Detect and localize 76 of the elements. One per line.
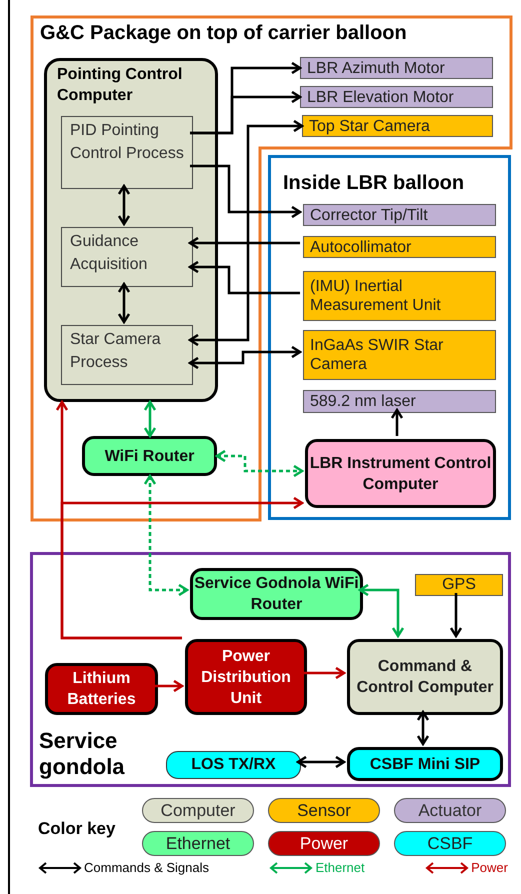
computer-panel [44, 58, 218, 402]
connector-arrow [190, 90, 302, 134]
box-label: LOS TX/RX [191, 755, 276, 775]
balloon-region [268, 155, 511, 520]
legend-swatch: Ethernet [142, 831, 254, 856]
actuator-box [300, 57, 493, 79]
box-label: Command & Control Computer [356, 657, 494, 698]
computer-box [347, 639, 503, 715]
box-label: Corrector Tip/Tilt [310, 206, 428, 224]
legend-swatch: Sensor [268, 798, 380, 823]
connector-arrow [118, 282, 130, 324]
legend-text: Commands & Signals [84, 860, 209, 876]
box-label: Autocollimator [310, 238, 412, 256]
gondola-region [30, 552, 511, 787]
box-label: PID Pointing Control Process [70, 121, 184, 164]
power-box [185, 639, 307, 715]
sensor-box [303, 271, 496, 321]
connector-arrow [144, 400, 156, 438]
region-title: Service gondola [39, 728, 126, 780]
process-box [61, 116, 193, 189]
connector-arrow [188, 236, 300, 250]
box-label: Service Godnola WiFi Router [193, 574, 360, 615]
box-label: Guidance Acquisition [70, 232, 148, 275]
connector-arrow [188, 260, 300, 294]
sensor-box [415, 574, 503, 596]
process-box [61, 227, 193, 287]
connector-arrow [216, 450, 304, 478]
connector-arrow [188, 346, 302, 370]
box-label: CSBF Mini SIP [370, 754, 480, 774]
box-label: InGaAs SWIR Star Camera [310, 336, 444, 374]
connector-arrow [450, 593, 462, 638]
connector-arrow [60, 496, 304, 640]
legend-swatch: Actuator [394, 798, 506, 823]
actuator-box [303, 204, 496, 226]
box-label: Lithium Batteries [66, 669, 137, 710]
box-label: Power Distribution Unit [200, 646, 292, 708]
process-box [61, 325, 193, 385]
power-box [45, 663, 158, 715]
panel-title: Pointing Control Computer [57, 65, 184, 106]
csbf-box [347, 747, 503, 781]
box-label: Top Star Camera [309, 116, 430, 136]
connector-arrow [304, 666, 346, 680]
legend-swatch: CSBF [394, 831, 506, 856]
box-label: LBR Elevation Motor [307, 88, 454, 106]
sensor-box [303, 330, 496, 380]
box-label: LBR Instrument Control Computer [308, 454, 492, 494]
connector-arrow [296, 756, 346, 768]
region-title: Inside LBR balloon [283, 171, 464, 196]
box-label: 589.2 nm laser [310, 392, 416, 411]
connector-arrow [416, 710, 430, 746]
computer-box [305, 439, 496, 508]
legend-swatch: Power [268, 831, 380, 856]
connector-arrow [118, 184, 130, 226]
box-label: Star Camera Process [70, 330, 162, 373]
connector-arrow [358, 584, 404, 638]
legend-heading: Color key [38, 818, 116, 840]
box-label: WiFi Router [104, 446, 194, 466]
router-box [190, 568, 363, 620]
actuator-box [303, 390, 496, 413]
connector-arrow [188, 120, 304, 346]
box-label: (IMU) Inertial Measurement Unit [310, 277, 442, 315]
legend-text: Ethernet [315, 860, 365, 876]
sensor-box [302, 115, 493, 137]
connector-arrow [144, 474, 188, 596]
actuator-box [300, 86, 493, 108]
box-label: LBR Azimuth Motor [307, 58, 445, 78]
connector-arrow [390, 408, 404, 436]
router-box [82, 436, 217, 476]
region-title: G&C Package on top of carrier balloon [40, 21, 407, 46]
sensor-box [303, 236, 496, 258]
box-label: GPS [442, 575, 476, 595]
connector-arrow [190, 164, 302, 218]
legend-swatch: Computer [142, 798, 254, 823]
legend-text: Power [471, 860, 508, 876]
radio-box [166, 751, 301, 779]
connector-arrow [155, 680, 184, 692]
